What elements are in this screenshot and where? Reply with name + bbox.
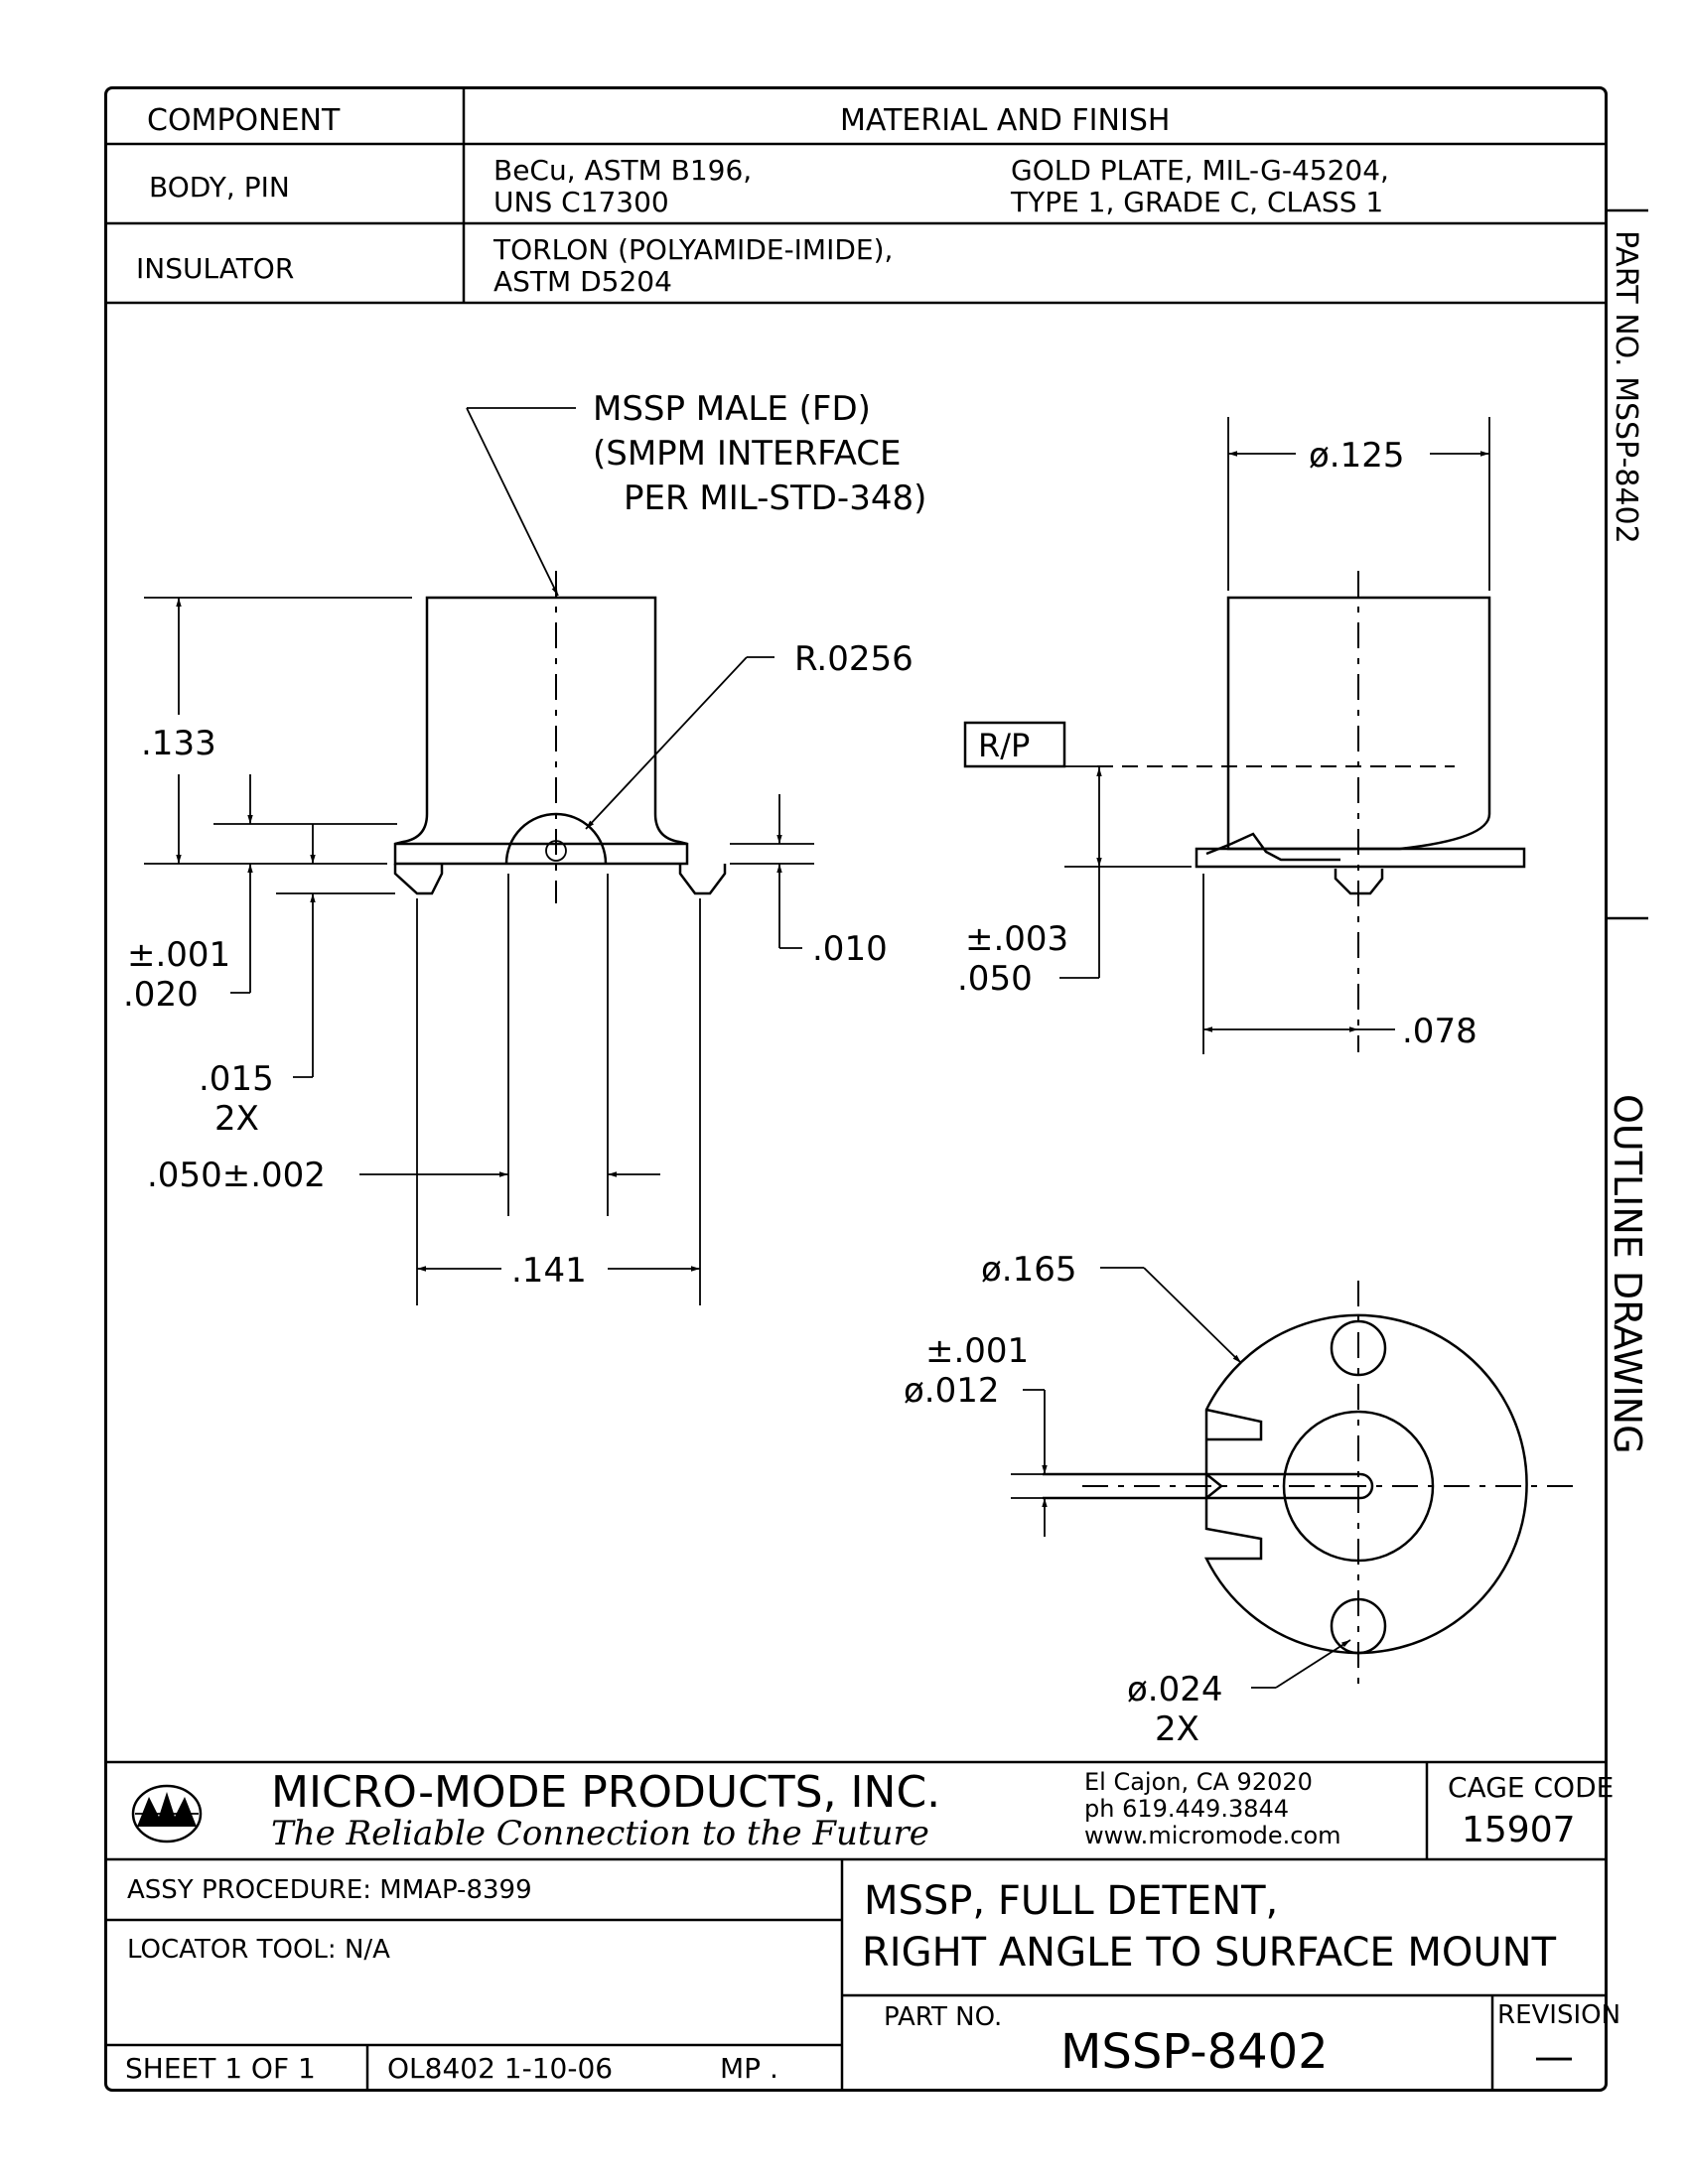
materials-table: COMPONENT MATERIAL AND FINISH BODY, PIN … bbox=[104, 86, 1608, 305]
dim-radius: R.0256 bbox=[794, 639, 914, 679]
revision-label: REVISION bbox=[1497, 2000, 1620, 2030]
side-view: ø.125 R/P ±.003 .050 .078 bbox=[957, 417, 1526, 1054]
vertical-outline-drawing: OUTLINE DRAWING bbox=[1606, 1094, 1649, 1454]
address-web: www.micromode.com bbox=[1084, 1822, 1341, 1849]
revision-value: — bbox=[1534, 2034, 1574, 2080]
sheet-number: SHEET 1 OF 1 bbox=[125, 2052, 316, 2085]
dim-010: .010 bbox=[812, 929, 888, 969]
drawing-sheet-border bbox=[104, 86, 1608, 2092]
row-body-pin-material-1: BeCu, ASTM B196, bbox=[493, 154, 752, 187]
row-insulator-material-1: TORLON (POLYAMIDE-IMIDE), bbox=[492, 233, 893, 266]
bottom-view: ø.165 ±.001 ø.012 ø.024 2X bbox=[904, 1250, 1579, 1749]
dim-diameter-024: ø.024 bbox=[1127, 1670, 1223, 1709]
dim-024-qty: 2X bbox=[1155, 1709, 1199, 1749]
dim-015-qty: 2X bbox=[214, 1099, 259, 1139]
drawing-title-line1: MSSP, FULL DETENT, bbox=[864, 1878, 1278, 1924]
front-view: MSSP MALE (FD) (SMPM INTERFACE PER MIL-S… bbox=[123, 389, 926, 1305]
dim-height-133: .133 bbox=[141, 724, 216, 763]
company-name: MICRO-MODE PRODUCTS, INC. bbox=[271, 1767, 940, 1818]
part-no-label: PART NO. bbox=[884, 2002, 1002, 2032]
title-block: MICRO-MODE PRODUCTS, INC. The Reliable C… bbox=[104, 1760, 1620, 2092]
callout-mil-std: PER MIL-STD-348) bbox=[624, 478, 926, 518]
dim-diameter-165: ø.165 bbox=[981, 1250, 1077, 1290]
dim-020: .020 bbox=[123, 975, 199, 1015]
dim-tol-003: ±.003 bbox=[965, 919, 1068, 959]
dim-078: .078 bbox=[1402, 1012, 1477, 1051]
company-logo bbox=[131, 1784, 203, 1843]
dim-tol-001-bottom: ±.001 bbox=[925, 1331, 1029, 1371]
locator-tool: LOCATOR TOOL: N/A bbox=[127, 1935, 390, 1965]
dim-050-002: .050±.002 bbox=[147, 1156, 326, 1195]
address-phone: ph 619.449.3844 bbox=[1084, 1795, 1289, 1823]
callout-mssp-male: MSSP MALE (FD) bbox=[593, 389, 871, 429]
row-insulator-material-2: ASTM D5204 bbox=[493, 265, 672, 298]
drawing-reference: OL8402 1-10-06 bbox=[387, 2052, 613, 2085]
right-margin-labels: PART NO. MSSP-8402 OUTLINE DRAWING bbox=[1606, 208, 1649, 1454]
header-material-finish: MATERIAL AND FINISH bbox=[840, 103, 1170, 138]
row-body-pin-finish-2: TYPE 1, GRADE C, CLASS 1 bbox=[1010, 186, 1383, 218]
dim-diameter-012: ø.012 bbox=[904, 1371, 1000, 1411]
dim-tol-001-front: ±.001 bbox=[127, 935, 230, 975]
address-city: El Cajon, CA 92020 bbox=[1084, 1768, 1313, 1796]
header-component: COMPONENT bbox=[147, 103, 341, 138]
reference-plane-box: R/P bbox=[978, 727, 1030, 764]
vertical-part-number: PART NO. MSSP-8402 bbox=[1609, 230, 1643, 544]
company-tagline: The Reliable Connection to the Future bbox=[271, 1814, 929, 1853]
drawn-by: MP . bbox=[720, 2052, 778, 2085]
row-insulator-component: INSULATOR bbox=[136, 252, 294, 285]
part-no-value: MSSP-8402 bbox=[1060, 2024, 1329, 2080]
dim-050-side: .050 bbox=[957, 959, 1033, 999]
cage-code-value: 15907 bbox=[1462, 1810, 1576, 1850]
assy-procedure: ASSY PROCEDURE: MMAP-8399 bbox=[127, 1875, 532, 1905]
dim-diameter-125: ø.125 bbox=[1309, 436, 1405, 476]
row-body-pin-finish-1: GOLD PLATE, MIL-G-45204, bbox=[1011, 154, 1389, 187]
drawing-title-line2: RIGHT ANGLE TO SURFACE MOUNT bbox=[862, 1930, 1557, 1976]
cage-code-label: CAGE CODE bbox=[1448, 1771, 1614, 1804]
dim-015: .015 bbox=[199, 1059, 274, 1099]
dim-141: .141 bbox=[511, 1251, 587, 1291]
row-body-pin-component: BODY, PIN bbox=[149, 171, 290, 204]
callout-smpm-interface: (SMPM INTERFACE bbox=[593, 434, 901, 474]
row-body-pin-material-2: UNS C17300 bbox=[493, 186, 669, 218]
